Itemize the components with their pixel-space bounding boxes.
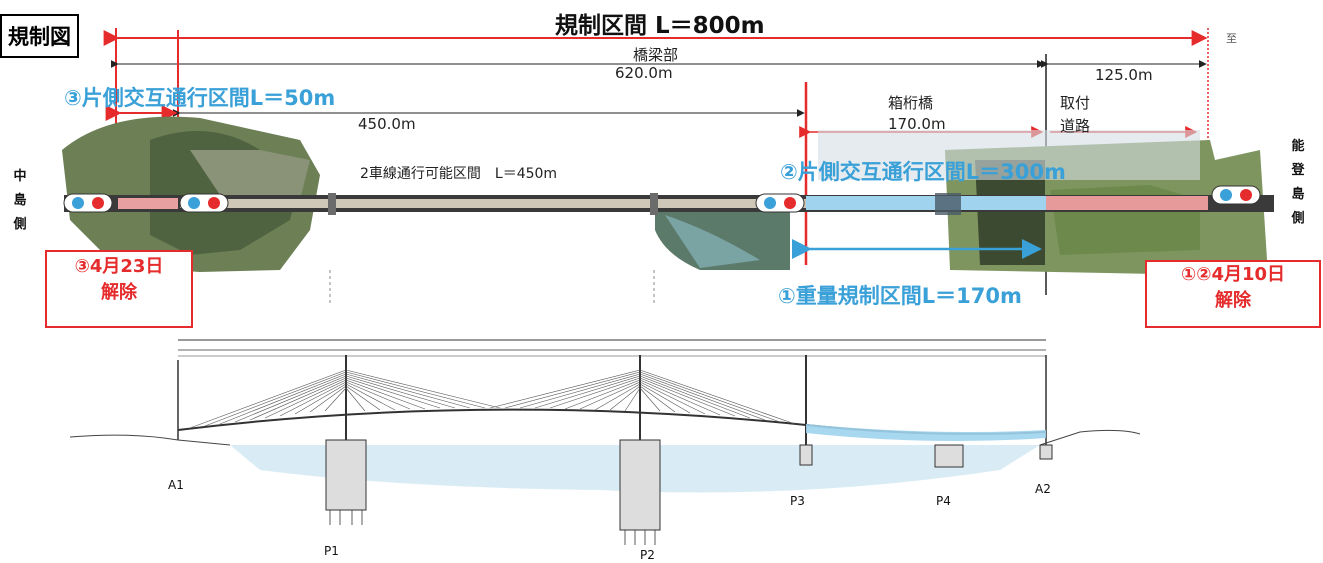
release-right-label: 解除 [1215,290,1251,311]
left-side-label: 中 島 側 [13,169,27,232]
foundations [325,439,1053,531]
diagram-label: 規制図 [0,14,79,58]
right-side-label: 能 登 島 側 [1291,139,1305,226]
attached-road-label-1: 取付 [1060,94,1091,112]
bridge-length-label: 620.0m [615,64,673,82]
approach-length-label: 125.0m [1095,66,1153,84]
signal-p3 [755,193,805,213]
pier-a1: A1 [168,478,184,492]
release-left-date: ③4月23日 [74,256,164,277]
section2-overlay [806,196,1046,210]
section3-overlay [118,198,178,209]
two-lane-section-label: 2車線通行可能区間 L＝450m [360,166,558,182]
release-box-right: ①②4月10日 解除 [1145,260,1321,328]
release-left-label: 解除 [101,282,137,303]
pier-p4: P4 [936,494,951,508]
approach-overlay [1046,196,1208,210]
attached-road-label-2: 道路 [1060,117,1091,135]
two-lane-strip [180,199,806,208]
signal-left [63,193,113,213]
direction-glyph: 至 [1226,32,1237,45]
signal-right [1211,185,1261,205]
release-right-date: ①②4月10日 [1180,264,1286,285]
middle-terrain [655,205,790,270]
cable-stays [189,369,796,429]
section-2-title: ②片側交互通行区間L＝300m [780,160,1066,184]
box-girder-highlight [806,424,1046,442]
weight-limit-title: ①重量規制区間L＝170m [778,284,1022,308]
box-girder-label: 箱桁橋 [888,94,934,112]
pier-p3: P3 [790,494,805,508]
pier-a2: A2 [1035,482,1051,496]
bridge-part-label: 橋梁部 [633,46,679,64]
pier-p1: P1 [324,544,339,558]
regulation-section-title: 規制区間 L＝800m [555,13,765,39]
pier-p2: P2 [640,548,655,562]
section-3-title: ③片側交互通行区間L＝50m [64,86,336,110]
bridge-elevation [177,339,1047,445]
length-450-label: 450.0m [358,115,416,133]
release-box-left: ③4月23日 解除 [45,250,193,328]
signal-a1 [179,193,229,213]
box-length-label: 170.0m [888,115,946,133]
